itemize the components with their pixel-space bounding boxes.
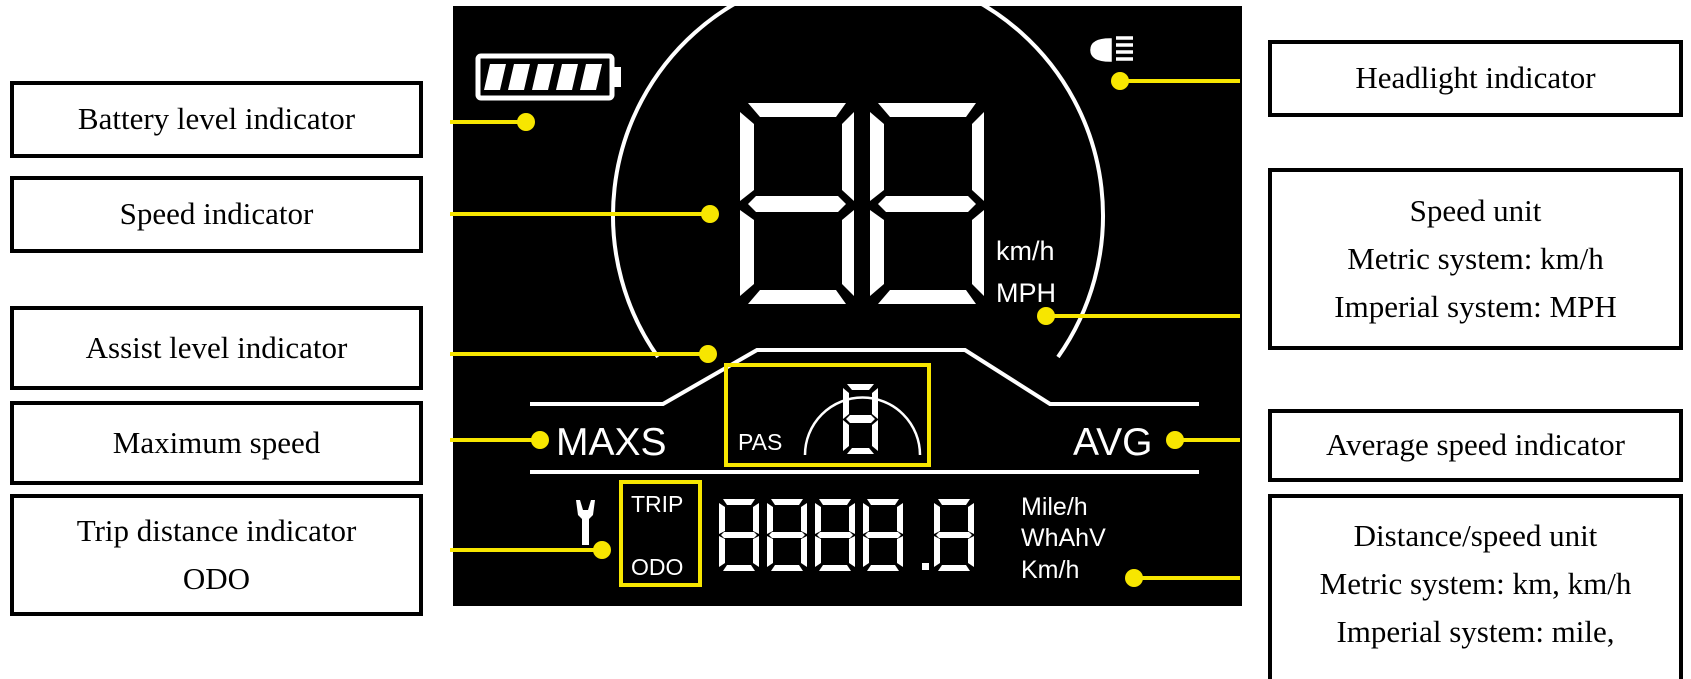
callout-battery-text: Battery level indicator	[78, 95, 355, 143]
odometer-digit-4-segment-4	[865, 532, 901, 538]
odometer-digit-3-segment-1	[819, 499, 851, 505]
unit-km-h: Km/h	[1021, 556, 1079, 584]
callout-distance-unit-line1: Distance/speed unit	[1354, 512, 1598, 560]
odometer-digit-4-segment-7	[867, 565, 899, 571]
odometer-digit-2-segment-1	[771, 499, 803, 505]
odometer-digit-4-segment-6	[897, 536, 903, 567]
unit-mile-h: Mile/h	[1021, 493, 1088, 521]
odometer-digit-4-segment-5	[863, 536, 869, 567]
callout-speed-text: Speed indicator	[120, 190, 314, 238]
odometer-digit-1-segment-1	[723, 499, 755, 505]
callout-speed-unit: Speed unit Metric system: km/h Imperial …	[1268, 168, 1683, 350]
callout-speed-unit-line2: Metric system: km/h	[1347, 235, 1604, 283]
odometer-digit-1-segment-6	[753, 536, 759, 567]
odometer-digit-2-segment-5	[767, 536, 773, 567]
odo-label: ODO	[631, 554, 683, 580]
odometer-digit-4-segment-2	[863, 503, 869, 534]
odometer-digit-1-segment-5	[719, 536, 725, 567]
callout-distance-unit: Distance/speed unit Metric system: km, k…	[1268, 494, 1683, 679]
callout-assist-text: Assist level indicator	[86, 324, 348, 372]
callout-headlight: Headlight indicator	[1268, 40, 1683, 117]
callout-headlight-text: Headlight indicator	[1355, 54, 1595, 102]
odometer-digit-2-segment-2	[767, 503, 773, 534]
callout-battery: Battery level indicator	[10, 81, 423, 158]
odometer-digit-3-segment-2	[815, 503, 821, 534]
odometer-digit-1-segment-2	[719, 503, 725, 534]
trip-label: TRIP	[631, 491, 683, 517]
odometer-digit-5-segment-5	[934, 536, 940, 567]
speed-unit-kmh: km/h	[996, 236, 1055, 266]
odometer-digit-2-segment-7	[771, 565, 803, 571]
pas-label: PAS	[738, 429, 782, 455]
odometer-digit-4-segment-1	[867, 499, 899, 505]
callout-trip-line2: ODO	[183, 555, 250, 603]
callout-max-speed: Maximum speed	[10, 401, 423, 485]
odometer-digit-3-segment-3	[849, 503, 855, 534]
odometer-digit-3-segment-6	[849, 536, 855, 567]
odometer-digit-3-segment-4	[817, 532, 853, 538]
unit-whahv: WhAhV	[1021, 524, 1106, 552]
odometer-digit-2-segment-6	[801, 536, 807, 567]
speed-unit-mph: MPH	[996, 278, 1056, 308]
callout-max-speed-text: Maximum speed	[113, 419, 321, 467]
avg-label: AVG	[1073, 421, 1152, 464]
callout-distance-unit-line3: Imperial system: mile,	[1336, 608, 1614, 656]
odometer-digit-5-segment-1	[938, 499, 970, 505]
callout-speed-unit-line3: Imperial system: MPH	[1334, 283, 1616, 331]
callout-speed-unit-line1: Speed unit	[1410, 187, 1542, 235]
odometer-decimal-point	[922, 563, 929, 570]
odometer-digit-3-segment-7	[819, 565, 851, 571]
odometer-digit-4-segment-3	[897, 503, 903, 534]
odometer-digit-5-segment-4	[936, 532, 972, 538]
odometer-digit-2-segment-4	[769, 532, 805, 538]
odometer-digit-1-segment-3	[753, 503, 759, 534]
odometer-digit-5-segment-3	[968, 503, 974, 534]
odometer-digit-5-segment-2	[934, 503, 940, 534]
callout-trip-line1: Trip distance indicator	[77, 507, 357, 555]
odometer-digit-3-segment-5	[815, 536, 821, 567]
callout-avg-speed-text: Average speed indicator	[1326, 421, 1625, 469]
callout-speed: Speed indicator	[10, 176, 423, 253]
odometer-digit-5-segment-7	[938, 565, 970, 571]
odometer-digit-1-segment-4	[721, 532, 757, 538]
odometer-digit-5-segment-6	[968, 536, 974, 567]
maxs-label: MAXS	[556, 421, 667, 464]
callout-trip: Trip distance indicator ODO	[10, 494, 423, 616]
odometer-digit-2-segment-3	[801, 503, 807, 534]
callout-avg-speed: Average speed indicator	[1268, 409, 1683, 482]
callout-assist: Assist level indicator	[10, 306, 423, 390]
callout-distance-unit-line2: Metric system: km, km/h	[1320, 560, 1632, 608]
odometer-digit-1-segment-7	[723, 565, 755, 571]
